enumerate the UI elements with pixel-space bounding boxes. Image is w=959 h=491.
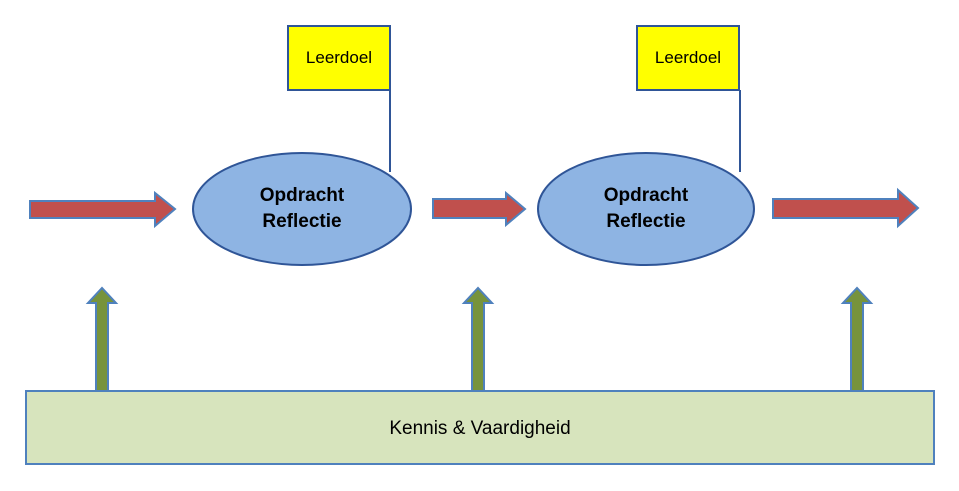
knowledge-skills-base: Kennis & Vaardigheid — [25, 390, 935, 465]
node-2-line2: Reflectie — [606, 211, 685, 232]
node-1-line1: Opdracht — [260, 185, 345, 206]
support-arrow-3 — [840, 286, 874, 393]
flow-arrow-2 — [432, 190, 527, 228]
node-1-shape — [192, 152, 412, 266]
task-reflection-node-2: Opdracht Reflectie — [537, 152, 755, 266]
support-arrow-2 — [461, 286, 495, 393]
flow-arrow-3 — [772, 187, 920, 229]
node-1-line2: Reflectie — [262, 211, 341, 232]
node-2-shape — [537, 152, 755, 266]
flag-2-box — [636, 25, 740, 91]
base-box — [25, 390, 935, 465]
node-2-line1: Opdracht — [604, 185, 689, 206]
flag-1: Leerdoel — [287, 25, 391, 91]
base-label: Kennis & Vaardigheid — [389, 418, 570, 439]
flag-1-box — [287, 25, 391, 91]
flag-2-label: Leerdoel — [655, 48, 721, 67]
support-arrow-1 — [85, 286, 119, 393]
task-reflection-node-1: Opdracht Reflectie — [192, 152, 412, 266]
flag-1-label: Leerdoel — [306, 48, 372, 67]
flow-arrow-1 — [29, 190, 177, 229]
flag-2: Leerdoel — [636, 25, 740, 91]
